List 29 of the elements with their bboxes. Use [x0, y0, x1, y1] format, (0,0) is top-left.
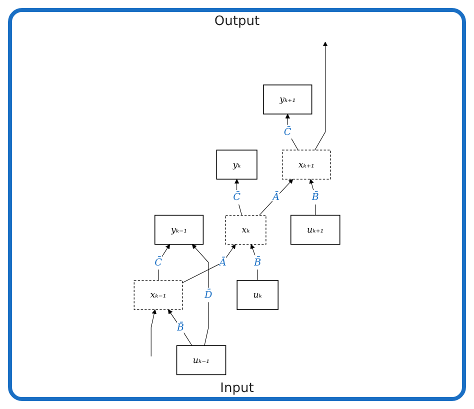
arrow — [259, 178, 294, 216]
node-box: yₖ₊₁ — [263, 84, 312, 114]
edge-label: D̄ — [204, 289, 212, 301]
arrow — [182, 244, 236, 284]
arrow — [192, 244, 209, 346]
edge-label: C̄ — [284, 126, 292, 138]
node-box: xₖ — [225, 214, 266, 245]
edge-label: B̄ — [254, 256, 262, 268]
node-box: uₖ₋₁ — [176, 345, 226, 376]
arrow — [158, 244, 170, 281]
edge-label: B̄ — [176, 322, 184, 334]
node-box: yₖ — [216, 150, 258, 180]
node-box: xₖ₊₁ — [282, 150, 331, 180]
edge-label: B̄ — [312, 192, 319, 203]
node-box: uₖ₊₁ — [290, 214, 340, 245]
node-box: yₖ₋₁ — [154, 214, 204, 245]
edge-label: C̄ — [154, 256, 162, 268]
arrow — [234, 178, 242, 216]
arrow — [309, 178, 316, 216]
edge-label: C̄ — [233, 192, 241, 203]
axis-label: Input — [220, 381, 254, 396]
node-box: xₖ₋₁ — [134, 280, 183, 310]
edge-label: Ā — [272, 192, 280, 203]
arrow — [314, 42, 328, 150]
edge-label: Ā — [219, 256, 226, 268]
axis-label: Output — [214, 14, 260, 29]
node-box: uₖ — [236, 280, 278, 310]
arrow — [150, 309, 156, 357]
arrow — [168, 309, 192, 346]
